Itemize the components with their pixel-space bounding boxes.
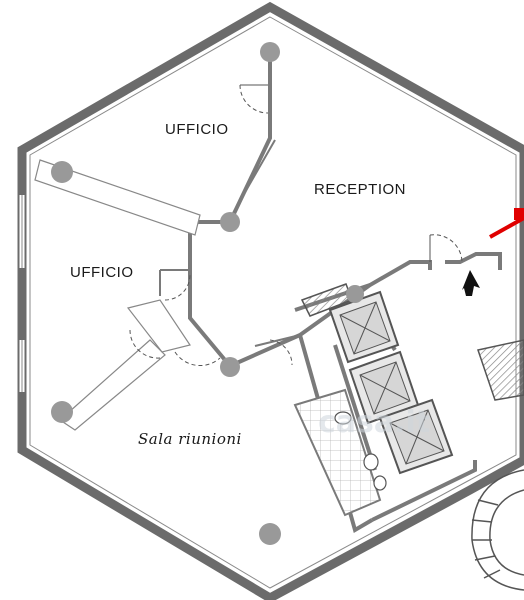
shaft-2 xyxy=(348,350,420,425)
toilet-1 xyxy=(363,453,379,471)
toilet-2 xyxy=(373,475,387,491)
watermark: casa.it xyxy=(318,405,430,440)
entrance-arrow-icon xyxy=(462,270,480,296)
lift-shafts xyxy=(300,283,524,475)
shaft-3 xyxy=(378,398,454,475)
room-label-reception: RECEPTION xyxy=(314,181,406,198)
stair-shaft xyxy=(477,339,524,401)
furniture xyxy=(34,159,201,431)
bathroom-floor xyxy=(293,388,382,517)
room-label-ufficio-top: UFFICIO xyxy=(165,121,229,138)
entrance-wall-red xyxy=(489,216,524,239)
entrance-marker-red xyxy=(514,208,524,220)
shaft-1 xyxy=(328,290,400,364)
spiral-stair xyxy=(471,469,524,591)
sink xyxy=(334,411,352,425)
outer-walls xyxy=(17,1,524,600)
columns xyxy=(51,42,364,545)
room-label-ufficio-left: UFFICIO xyxy=(70,264,134,281)
room-label-sala-riunioni: Sala riunioni xyxy=(138,430,242,448)
door-swings xyxy=(129,84,463,367)
partition-walls xyxy=(159,52,502,534)
sanitary-fixtures xyxy=(334,411,387,491)
